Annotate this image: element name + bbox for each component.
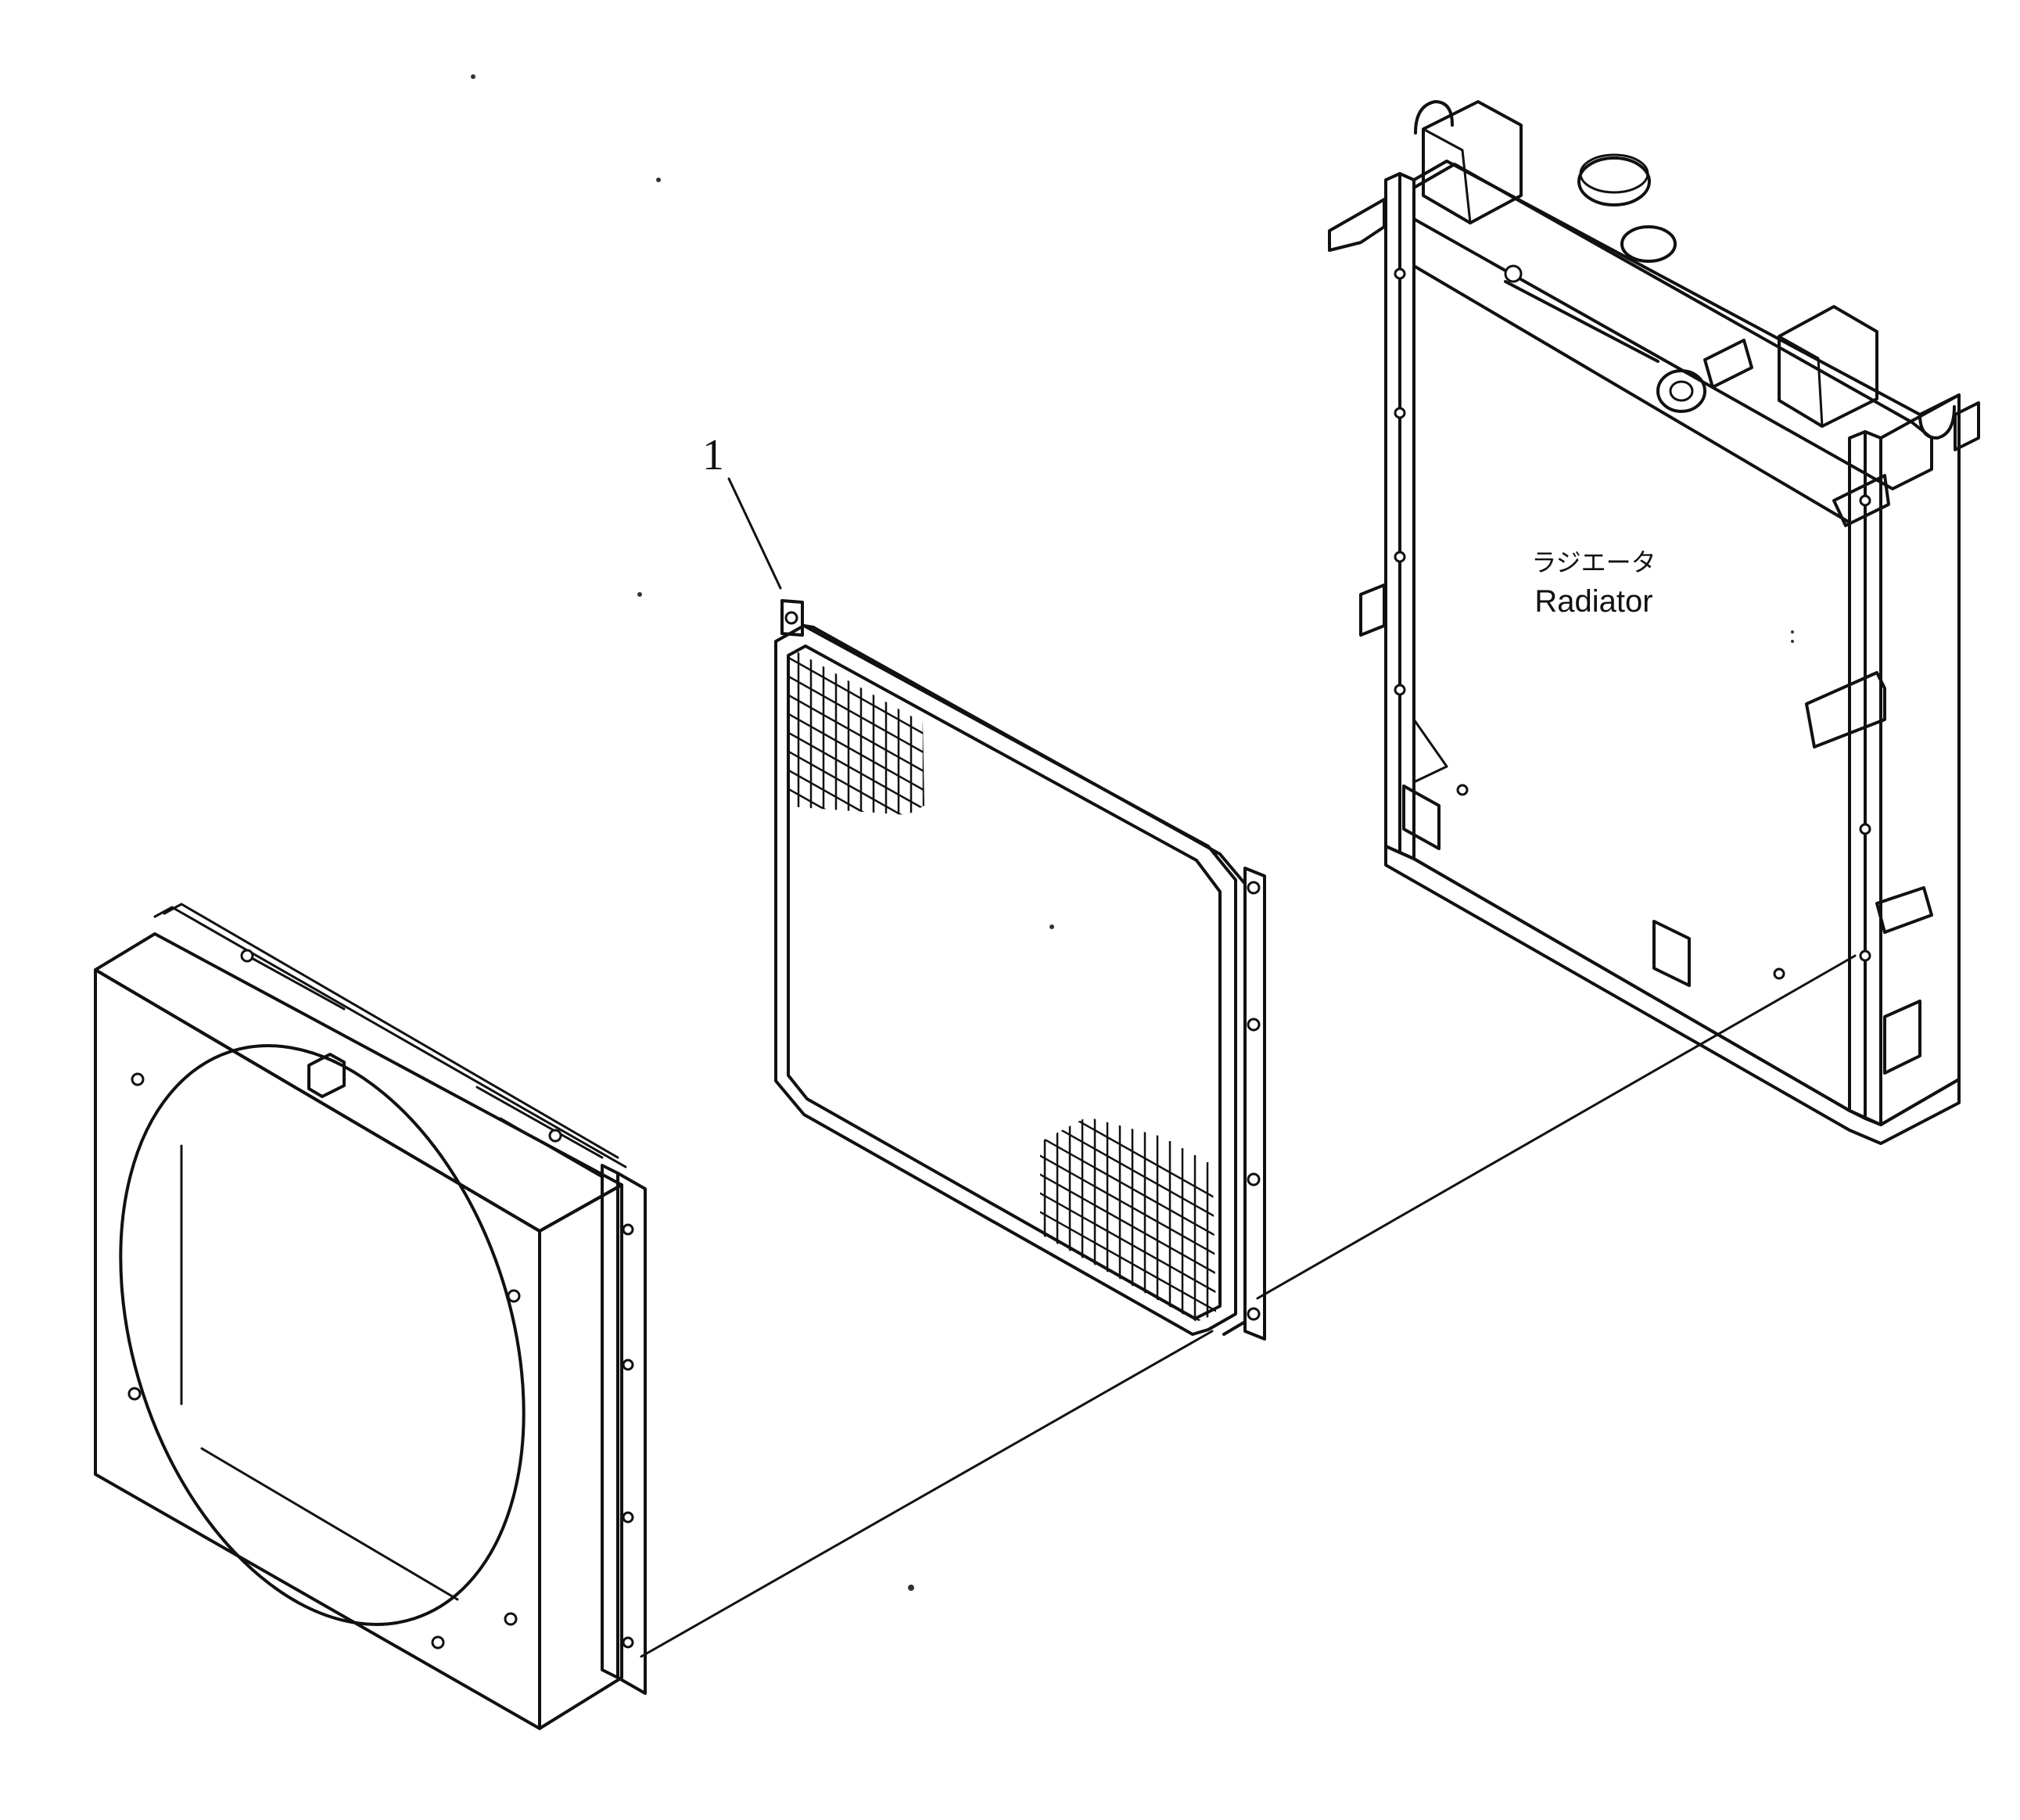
scan-specks [471,74,1794,1591]
radiator-label-en: Radiator [1534,584,1652,619]
callout-number: 1 [702,431,724,479]
assembly-line-icon [640,954,1857,1658]
radiator-label-jp: ラジエータ [1531,548,1656,576]
fan-shroud-icon [94,903,647,1730]
radiator-icon: ラジエータ Radiator [1328,100,1980,1145]
mesh-screen-icon: 1 [702,431,1266,1341]
